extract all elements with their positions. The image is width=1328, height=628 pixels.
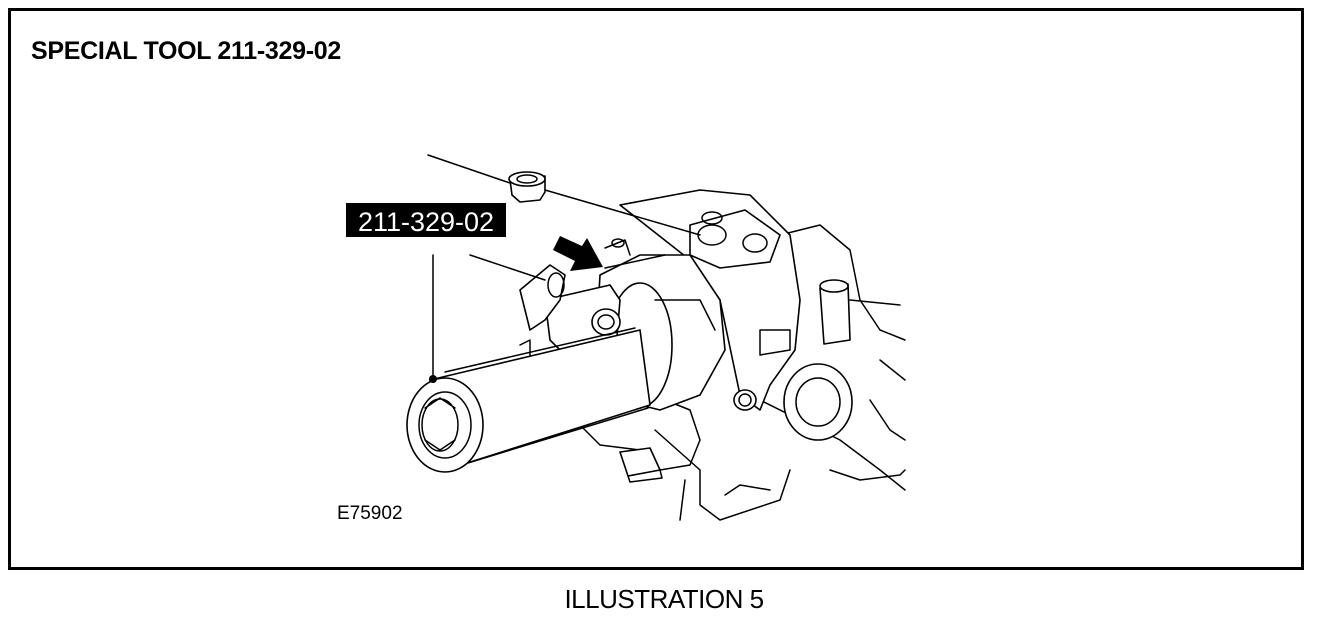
illustration-caption: ILLUSTRATION 5 (564, 584, 764, 614)
page-title: SPECIAL TOOL 211-329-02 (31, 37, 341, 65)
figure-id: E75902 (337, 503, 403, 524)
arrow-icon (553, 236, 603, 271)
leader-lines (427, 154, 701, 383)
coolant-outlet (783, 279, 853, 441)
tool-number-callout: 211-329-02 (346, 203, 506, 237)
bushing (508, 171, 546, 203)
tool-number-label: 211-329-02 (358, 207, 494, 237)
special-tool-cylinder (406, 327, 651, 473)
engine-housing (574, 224, 906, 521)
mounting-bracket (619, 189, 801, 411)
